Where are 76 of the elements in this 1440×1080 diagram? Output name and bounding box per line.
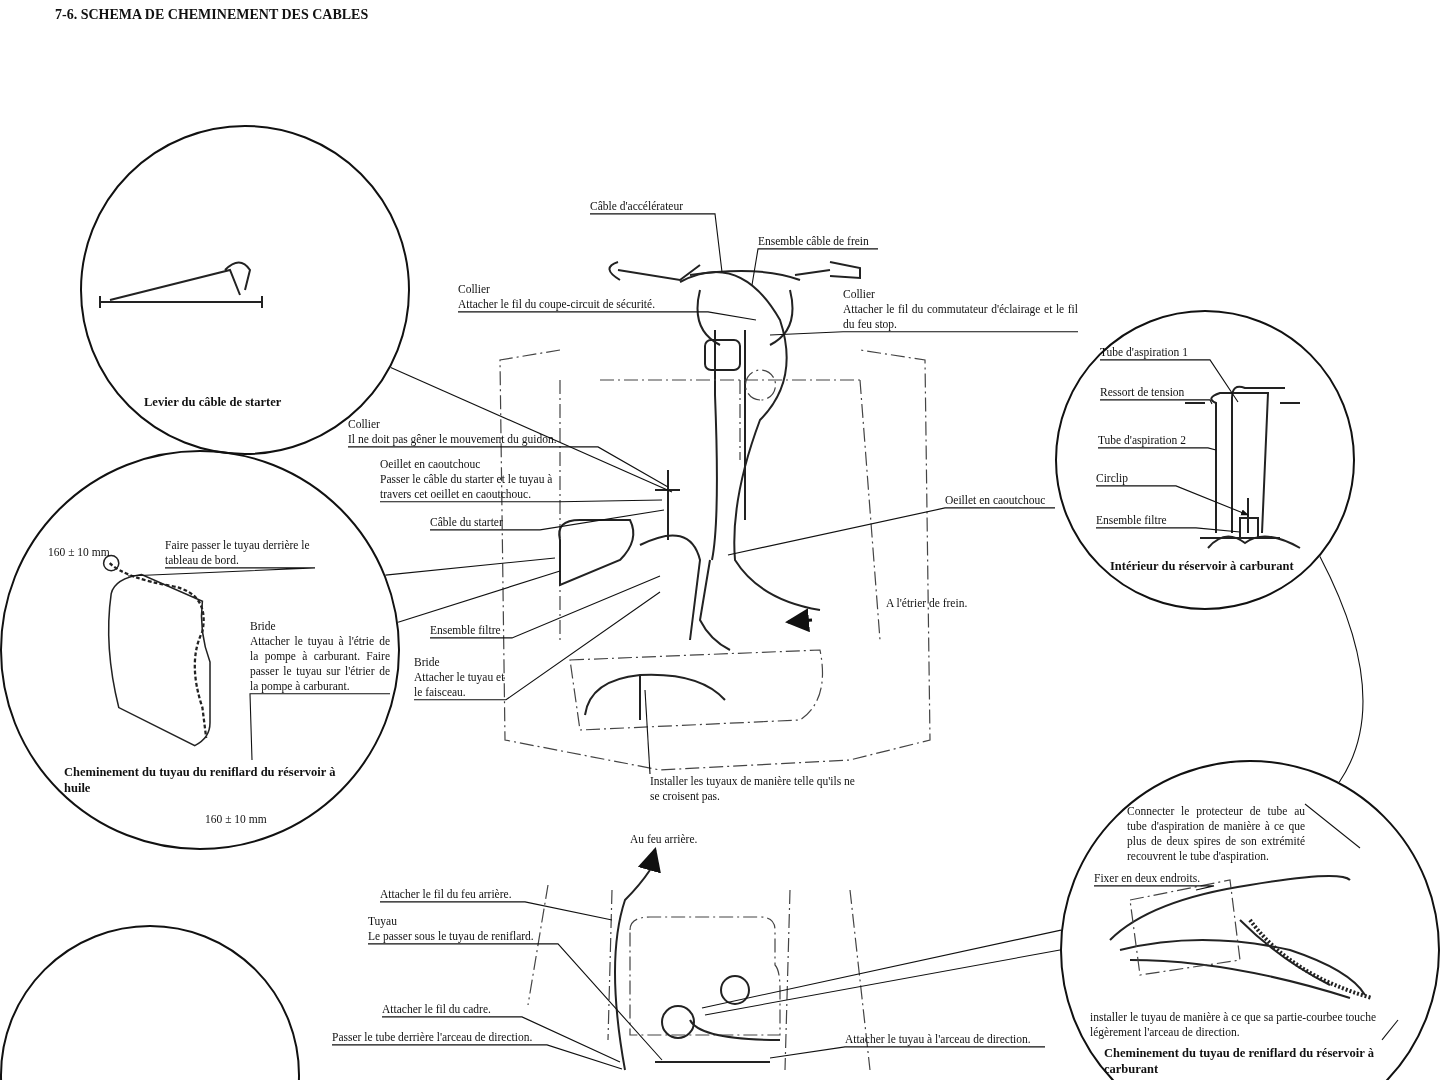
callout-text: Attacher le fil du cadre. [382,1002,522,1017]
connector-line [381,1016,621,1063]
leader-line [397,570,561,623]
leader-line [727,507,1056,556]
callout-text: Oeillet en caoutchouc [945,493,1055,508]
connector-line [379,901,613,921]
inset-caption: Levier du câble de starter [144,394,283,411]
callout-text: Connecter le protecteur de tube au tube d'aspiration de manière à ce que plus de deux spires de son extrémité recouvrent le tube d'aspiration. [1127,804,1305,864]
callout-heading: Bride [250,619,277,634]
leader-line [379,499,663,503]
callout-text: Faire passer le tuyau derrière le tableau de bord. [165,538,315,568]
leader-line [413,591,661,701]
leader-line [751,248,879,286]
callout-text: Attacher le fil du coupe-circuit de sécurité. [458,296,656,312]
dimension-label: 160 ± 10 mm [48,545,110,560]
callout-text: Tube d'aspiration 2 [1098,433,1208,448]
callout-text: Le passer sous le tuyau de reniflard. [368,928,535,944]
callout-text: Fixer en deux endroits. [1094,871,1214,886]
callout-heading: Tuyau [368,914,398,929]
callout-text: Passer le câble du starter et le tuyau à travers cet oeillet en caoutchouc. [380,471,554,502]
leader-line [429,509,665,531]
callout-text: Câble d'accélérateur [590,199,715,214]
leader-line [1097,447,1217,451]
connector-line [331,1044,623,1070]
callout-heading: Bride [414,655,441,670]
leader-line [1093,885,1215,891]
callout-text: Il ne doit pas gêner le mouvement du guidon. [348,431,558,447]
callout-text: Attacher le fil du feu arrière. [380,887,525,902]
leader-line [1099,359,1239,403]
callout-text: Attacher le tuyau à l'arceau de direction. [845,1032,1045,1047]
callout-text: Ressort de tension [1100,385,1210,400]
callout-text: Ensemble câble de frein [758,234,878,249]
leader-line [249,693,391,761]
leader-line [1381,1019,1399,1041]
callout-text: Installer les tuyaux de manière telle qu'ils ne se croisent pas. [650,774,865,804]
leader-line [1099,399,1213,405]
callout-text: Passer le tube derrière l'arceau de direction. [332,1030,547,1045]
connector-line [367,943,663,1061]
leader-line [644,689,651,775]
leader-line [384,557,556,576]
leader-line [127,567,316,577]
leader-line [457,311,757,321]
callout-text: Câble du starter [430,515,540,530]
inset-circle [80,125,410,455]
callout-text: Tube d'aspiration 1 [1100,345,1210,360]
leader-line [769,331,1079,336]
direction-label: A l'étrier de frein. [886,596,968,611]
callout-heading: Collier [348,417,381,432]
connector-line [701,929,1062,1009]
callout-text: Attacher le tuyau et le faisceau. [414,669,506,700]
callout-text: Ensemble filtre [430,623,512,638]
leader-line [1304,803,1361,849]
callout-text: installer le tuyau de manière à ce que sa partie-courbee touche légèrement l'arceau de direction. [1090,1010,1382,1040]
leader-line [347,446,669,488]
connector-line [1319,555,1364,783]
callout-text: Ensemble filtre [1096,513,1196,528]
callout-heading: Oeillet en caoutchouc [380,457,482,472]
callout-heading: Collier [458,282,491,297]
leader-line [589,213,723,273]
dimension-label: 160 ± 10 mm [205,812,267,827]
leader-line [429,575,661,639]
inset-caption: Cheminement du tuyau du reniflard du réservoir à huile [64,764,337,797]
leader-line [390,366,673,493]
callout-text: Attacher le fil du commutateur d'éclairage et le fil du feu stop. [843,301,1078,332]
callout-text: Attacher le tuyau à l'étrie de la pompe à carburant. Faire passer le tuyau sur l'étrier de la pompe à carburant. [250,633,390,694]
inset-circle [1060,760,1440,1080]
leader-line [1095,485,1249,516]
page-title: 7-6. SCHEMA DE CHEMINEMENT DES CABLES [55,6,369,24]
callout-text: Circlip [1096,471,1176,486]
leader-line [1095,527,1241,533]
inset-caption: Intérieur du réservoir à carburant [1110,558,1295,575]
connector-line [704,949,1061,1016]
callout-heading: Collier [843,287,876,302]
connector-line [769,1046,1046,1059]
inset-caption: Cheminement du tuyau de reniflard du réservoir à carburant [1104,1045,1376,1078]
direction-label: Au feu arrière. [630,832,698,847]
